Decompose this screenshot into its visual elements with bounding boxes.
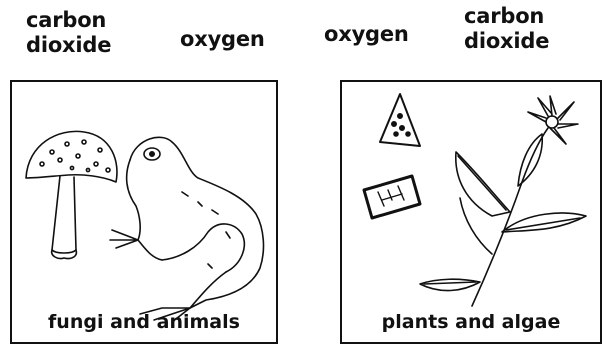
fungi-animals-panel: fungi and animals	[10, 80, 278, 344]
frog-icon	[110, 137, 263, 322]
left-panel-caption: fungi and animals	[12, 310, 276, 334]
right-co2-line2: dioxide	[464, 29, 549, 54]
right-panel-illustration	[342, 82, 604, 346]
algae-rectangle-icon	[364, 176, 420, 218]
left-co2-line2: dioxide	[26, 33, 111, 58]
algae-triangle-icon	[380, 94, 420, 146]
right-co2-line1: carbon	[464, 4, 549, 29]
left-carbon-dioxide-label: carbon dioxide	[26, 8, 111, 58]
flowering-plant-icon	[420, 96, 586, 306]
left-co2-line1: carbon	[26, 8, 111, 33]
mushroom-icon	[26, 131, 117, 258]
left-oxygen-label: oxygen	[180, 27, 265, 52]
right-panel-caption: plants and algae	[342, 310, 600, 334]
right-oxygen-label: oxygen	[324, 22, 409, 47]
plants-algae-panel: plants and algae	[340, 80, 602, 344]
right-carbon-dioxide-label: carbon dioxide	[464, 4, 549, 54]
left-panel-illustration	[12, 82, 280, 346]
